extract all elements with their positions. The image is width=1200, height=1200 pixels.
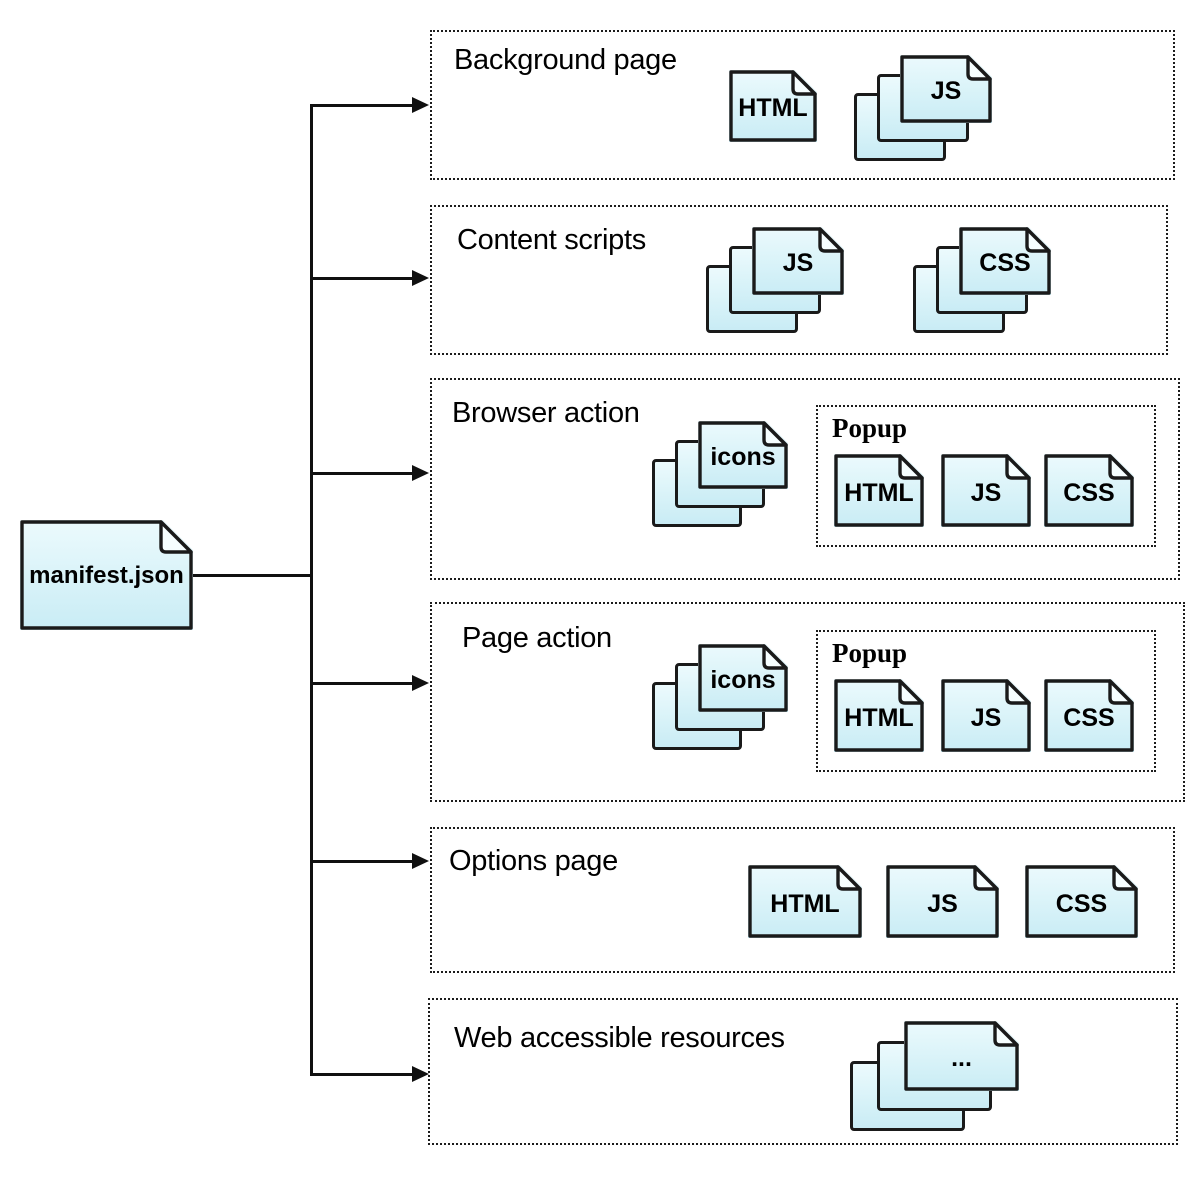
section-box-page-action: Page action icons Popup HTML JS CSS [430, 602, 1185, 802]
connector-branch-content [311, 277, 414, 280]
file-stack-icons: icons [652, 421, 788, 527]
file-icon-icons: icons [698, 644, 788, 712]
file-icon-css: CSS [1044, 679, 1134, 752]
file-label: CSS [1063, 703, 1115, 732]
file-label: CSS [1055, 889, 1108, 918]
section-box-background-page: Background page HTML JS [430, 30, 1175, 180]
file-label: HTML [844, 478, 914, 507]
arrow-head-webaccessible [412, 1066, 429, 1082]
file-icon-ellipsis: ... [904, 1021, 1019, 1091]
file-label: JS [782, 249, 814, 277]
file-label: JS [970, 478, 1002, 507]
file-icon-js: JS [900, 55, 992, 123]
file-icon-html: HTML [729, 70, 817, 142]
file-label: ... [951, 1044, 972, 1072]
file-icon-css: CSS [959, 227, 1051, 295]
arrow-head-options [412, 853, 429, 869]
file-icon-js: JS [941, 679, 1031, 752]
connector-branch-options [311, 860, 414, 863]
section-box-browser-action: Browser action icons Popup HTML JS CSS [430, 378, 1180, 580]
section-label-page-action: Page action [462, 622, 612, 654]
connector-trunk [310, 104, 313, 1076]
connector-branch-webaccessible [311, 1073, 414, 1076]
file-icon-html: HTML [834, 679, 924, 752]
file-icon-html: HTML [834, 454, 924, 527]
arrow-head-content [412, 270, 429, 286]
file-label: HTML [844, 703, 914, 732]
manifest-file-label: manifest.json [29, 562, 184, 589]
file-label: JS [970, 703, 1002, 732]
file-icon-css: CSS [1025, 865, 1138, 938]
section-label-web-accessible-resources: Web accessible resources [454, 1022, 785, 1054]
file-icon-html: HTML [748, 865, 862, 938]
connector-manifest-line [191, 574, 313, 577]
connector-branch-background [311, 104, 414, 107]
connector-branch-page [311, 682, 414, 685]
section-box-web-accessible-resources: Web accessible resources ... [428, 998, 1178, 1145]
file-icon-js: JS [752, 227, 844, 295]
section-label-content-scripts: Content scripts [457, 224, 646, 256]
file-icon-icons: icons [698, 421, 788, 489]
arrow-head-browser [412, 465, 429, 481]
popup-label: Popup [832, 413, 908, 443]
section-label-browser-action: Browser action [452, 397, 640, 429]
section-box-content-scripts: Content scripts JS CSS [430, 205, 1168, 355]
section-label-options-page: Options page [449, 845, 618, 877]
file-label: CSS [979, 249, 1031, 277]
file-label: HTML [738, 94, 808, 122]
arrow-head-background [412, 97, 429, 113]
file-icon-css: CSS [1044, 454, 1134, 527]
file-label: JS [927, 889, 958, 918]
file-label: icons [710, 443, 776, 471]
file-stack-icons: icons [652, 644, 788, 750]
file-label: HTML [770, 889, 840, 918]
file-icon-js: JS [941, 454, 1031, 527]
manifest-file-icon: manifest.json [20, 520, 193, 630]
file-icon-js: JS [886, 865, 999, 938]
file-stack-js: JS [706, 227, 844, 333]
connector-branch-browser [311, 472, 414, 475]
file-label: CSS [1063, 478, 1115, 507]
file-stack-resources: ... [850, 1021, 1019, 1131]
popup-box: Popup HTML JS CSS [816, 630, 1156, 772]
file-label: JS [930, 77, 962, 105]
popup-box: Popup HTML JS CSS [816, 405, 1156, 547]
file-stack-css: CSS [913, 227, 1051, 333]
arrow-head-page [412, 675, 429, 691]
section-label-background-page: Background page [454, 44, 677, 76]
popup-label: Popup [832, 638, 908, 668]
file-label: icons [710, 666, 776, 694]
section-box-options-page: Options page HTML JS CSS [430, 827, 1175, 973]
file-stack-js: JS [854, 55, 992, 161]
